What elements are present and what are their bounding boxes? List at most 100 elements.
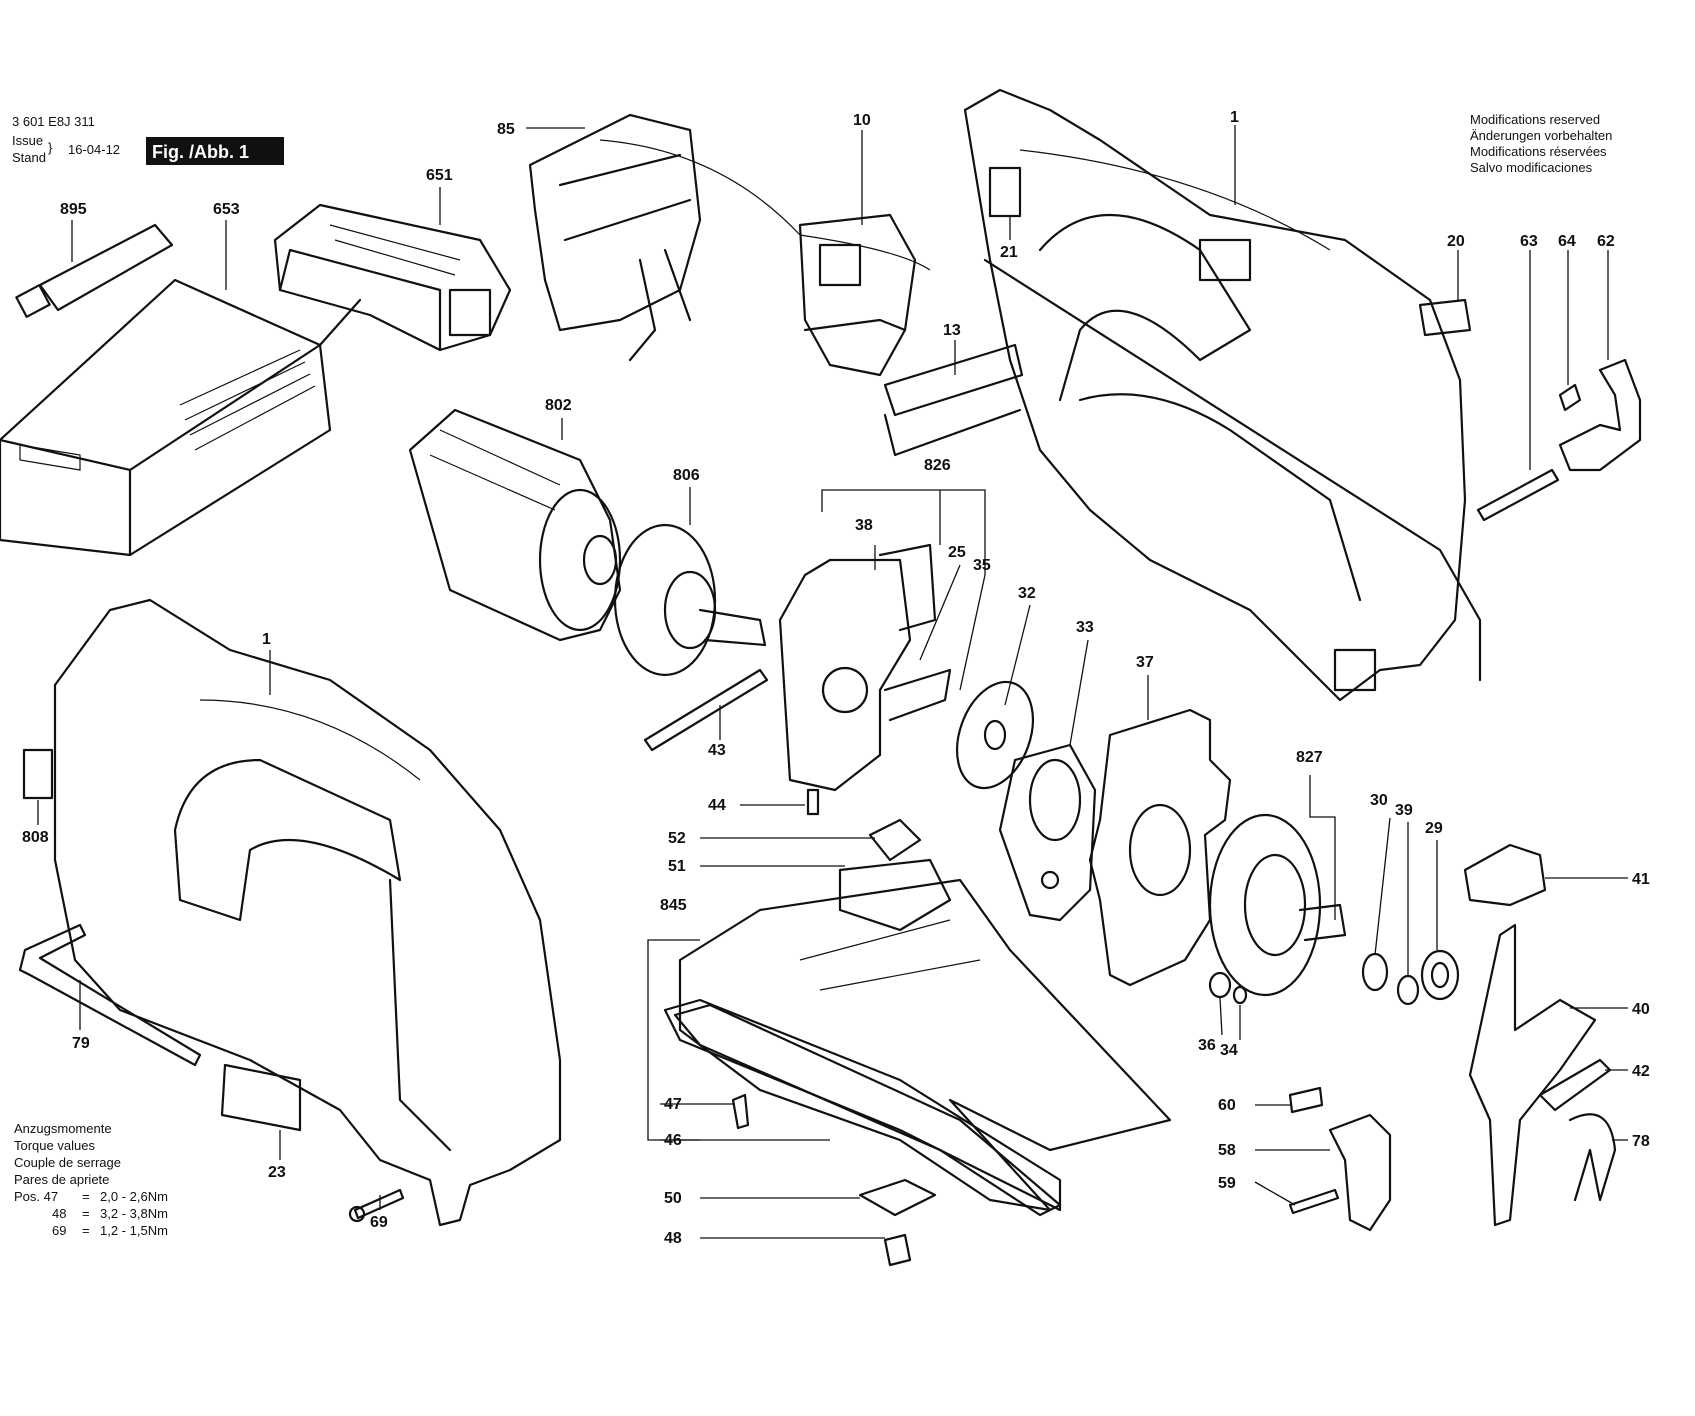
part-label-51: 51: [668, 858, 686, 875]
part-label-25: 25: [948, 544, 966, 561]
svg-text:Pares de apriete: Pares de apriete: [14, 1172, 109, 1187]
part-label-63: 63: [1520, 233, 1538, 250]
svg-text:Torque values: Torque values: [14, 1138, 95, 1153]
figure-label: Fig. /Abb. 1: [152, 142, 249, 162]
issue-label: Issue: [12, 133, 43, 148]
svg-text:=: =: [82, 1223, 90, 1238]
part-label-37: 37: [1136, 654, 1154, 671]
svg-text:48: 48: [52, 1206, 66, 1221]
battery-pack-drawing: [273, 203, 512, 352]
part-label-32: 32: [1018, 585, 1036, 602]
part-label-653: 653: [213, 201, 240, 218]
part-label-79: 79: [72, 1035, 90, 1052]
document-number: 3 601 E8J 311: [12, 114, 95, 129]
part-label-47: 47: [664, 1096, 682, 1113]
part-label-36: 36: [1198, 1037, 1216, 1054]
part-label-802: 802: [545, 397, 572, 414]
part-label-806: 806: [673, 467, 700, 484]
part-number-labels: 895 653 651 85 10 1 21 20 63 64 62 13 80…: [22, 109, 1650, 1247]
part-label-44: 44: [708, 797, 726, 814]
gear-housing-drawing: [778, 543, 952, 792]
part-label-69: 69: [370, 1214, 388, 1231]
pin-43-drawing: [643, 668, 769, 752]
svg-text:Modifications réservées: Modifications réservées: [1470, 144, 1607, 159]
part-label-10: 10: [853, 112, 871, 129]
part-label-35: 35: [973, 557, 991, 574]
part-label-33: 33: [1076, 619, 1094, 636]
gear-827-drawing: [1208, 813, 1347, 997]
svg-text:1,2 - 1,5Nm: 1,2 - 1,5Nm: [100, 1223, 168, 1238]
modifications-note: Modifications reserved Änderungen vorbeh…: [1470, 112, 1612, 175]
part-label-62: 62: [1597, 233, 1615, 250]
svg-text:Änderungen vorbehalten: Änderungen vorbehalten: [1470, 128, 1612, 143]
ring-39-drawing: [1396, 974, 1420, 1006]
svg-text:Couple de serrage: Couple de serrage: [14, 1155, 121, 1170]
bevel-gear-drawing: [613, 523, 767, 677]
part-label-58: 58: [1218, 1142, 1236, 1159]
pin-63-drawing: [1476, 468, 1560, 522]
part-label-1-top: 1: [1230, 109, 1239, 126]
part-label-845: 845: [660, 897, 687, 914]
lever-62-drawing: [1558, 358, 1642, 472]
svg-text:2,0 - 2,6Nm: 2,0 - 2,6Nm: [100, 1189, 168, 1204]
slider-drawing: [883, 343, 1024, 457]
svg-text:3,2 - 3,8Nm: 3,2 - 3,8Nm: [100, 1206, 168, 1221]
pin-64-drawing: [1558, 383, 1582, 412]
part-label-895: 895: [60, 201, 87, 218]
svg-text:Pos. 47: Pos. 47: [14, 1189, 58, 1204]
leader-lines: [37, 125, 1628, 1239]
screw-47-drawing: [731, 1093, 750, 1130]
part-label-30: 30: [1370, 792, 1388, 809]
screw-48-drawing: [883, 1233, 912, 1267]
part-label-23: 23: [268, 1164, 286, 1181]
charger-drawing: [0, 278, 362, 557]
clamp-51-drawing: [838, 858, 952, 932]
part-label-78: 78: [1632, 1133, 1650, 1150]
label-20-drawing: [1418, 298, 1472, 337]
ring-34-drawing: [1232, 985, 1248, 1005]
clamp-41-drawing: [1463, 843, 1547, 907]
label-23-drawing: [220, 1063, 302, 1132]
figure-label-box: [146, 137, 284, 165]
part-label-826: 826: [924, 457, 951, 474]
part-label-42: 42: [1632, 1063, 1650, 1080]
part-label-64: 64: [1558, 233, 1576, 250]
part-label-651: 651: [426, 167, 453, 184]
gasket-33-drawing: [998, 743, 1097, 922]
part-label-40: 40: [1632, 1001, 1650, 1018]
part-label-50: 50: [664, 1190, 682, 1207]
svg-text:69: 69: [52, 1223, 66, 1238]
label-808-drawing: [22, 748, 54, 800]
bushing-29-drawing: [1420, 949, 1460, 1001]
lever-58-drawing: [1328, 1113, 1392, 1232]
part-label-1-bottom: 1: [262, 631, 271, 648]
battery-contact-housing-drawing: [528, 113, 931, 362]
screw-69-head: [348, 1205, 366, 1223]
part-label-48: 48: [664, 1230, 682, 1247]
screw-69-drawing: [353, 1188, 405, 1220]
part-label-59: 59: [1218, 1175, 1236, 1192]
svg-text:Modifications reserved: Modifications reserved: [1470, 112, 1600, 127]
jigsaw-housing-drawing: [53, 598, 562, 1227]
part-42-drawing: [1538, 1058, 1612, 1112]
issue-brace: }: [48, 140, 53, 155]
base-plate-drawing: [663, 878, 1172, 1212]
washer-36-drawing: [1208, 971, 1232, 999]
part-label-38: 38: [855, 517, 873, 534]
pin-44-drawing: [806, 788, 820, 816]
torque-note: Anzugsmomente Torque values Couple de se…: [14, 1121, 168, 1238]
washer-32-drawing: [956, 680, 1034, 790]
switch-drawing: [798, 213, 917, 377]
plate-37-drawing: [1088, 708, 1232, 987]
part-label-52: 52: [668, 830, 686, 847]
label-21-drawing: [988, 166, 1022, 218]
part-label-60: 60: [1218, 1097, 1236, 1114]
part-50-drawing: [858, 1178, 937, 1217]
motor-drawing: [408, 408, 622, 642]
svg-text:Salvo modificaciones: Salvo modificaciones: [1470, 160, 1593, 175]
part-label-20: 20: [1447, 233, 1465, 250]
issue-date: 16-04-12: [68, 142, 120, 157]
spring-78-drawing: [1568, 1113, 1617, 1202]
part-label-21: 21: [1000, 244, 1018, 261]
washer-30-drawing: [1361, 952, 1389, 992]
